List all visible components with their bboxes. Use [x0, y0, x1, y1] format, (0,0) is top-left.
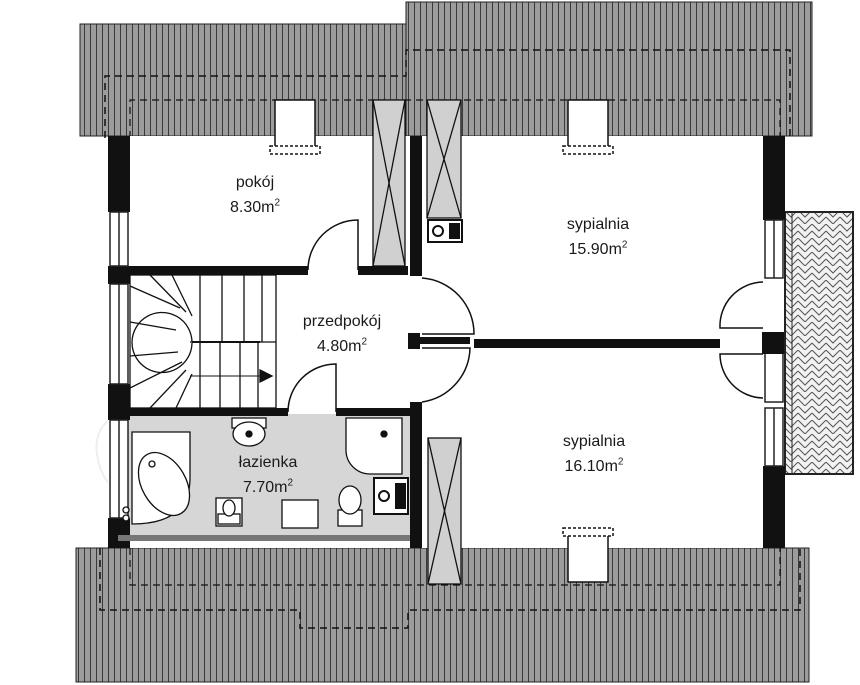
roof-windows [269, 99, 614, 583]
side-windows [109, 211, 784, 519]
room-name: sypialnia [562, 433, 626, 450]
room-name: przedpokój [302, 313, 382, 330]
room-area: 4.80m2 [316, 337, 368, 356]
room-label-przedpokoj: przedpokój 4.80m2 [282, 311, 402, 357]
room-name: sypialnia [566, 216, 630, 233]
wardrobes [372, 99, 462, 585]
roof-top [79, 1, 813, 138]
outer-walls [108, 136, 785, 548]
room-name: łazienka [238, 454, 298, 471]
balcony [784, 211, 854, 475]
room-label-pokoj: pokój 8.30m2 [205, 172, 305, 218]
staircase [129, 274, 277, 409]
bathroom-fixtures [122, 417, 403, 529]
room-label-sypialnia-1: sypialnia 15.90m2 [548, 214, 648, 260]
doors [287, 219, 764, 413]
room-area: 8.30m2 [229, 198, 281, 217]
roof-bottom [75, 547, 810, 683]
room-label-sypialnia-2: sypialnia 16.10m2 [544, 431, 644, 477]
room-label-lazienka: łazienka 7.70m2 [218, 452, 318, 498]
room-area: 7.70m2 [242, 478, 294, 497]
interior-walls [128, 136, 784, 548]
room-area: 16.10m2 [564, 457, 624, 476]
vent-blocks [373, 219, 463, 515]
room-area: 15.90m2 [568, 240, 628, 259]
room-name: pokój [235, 174, 275, 191]
